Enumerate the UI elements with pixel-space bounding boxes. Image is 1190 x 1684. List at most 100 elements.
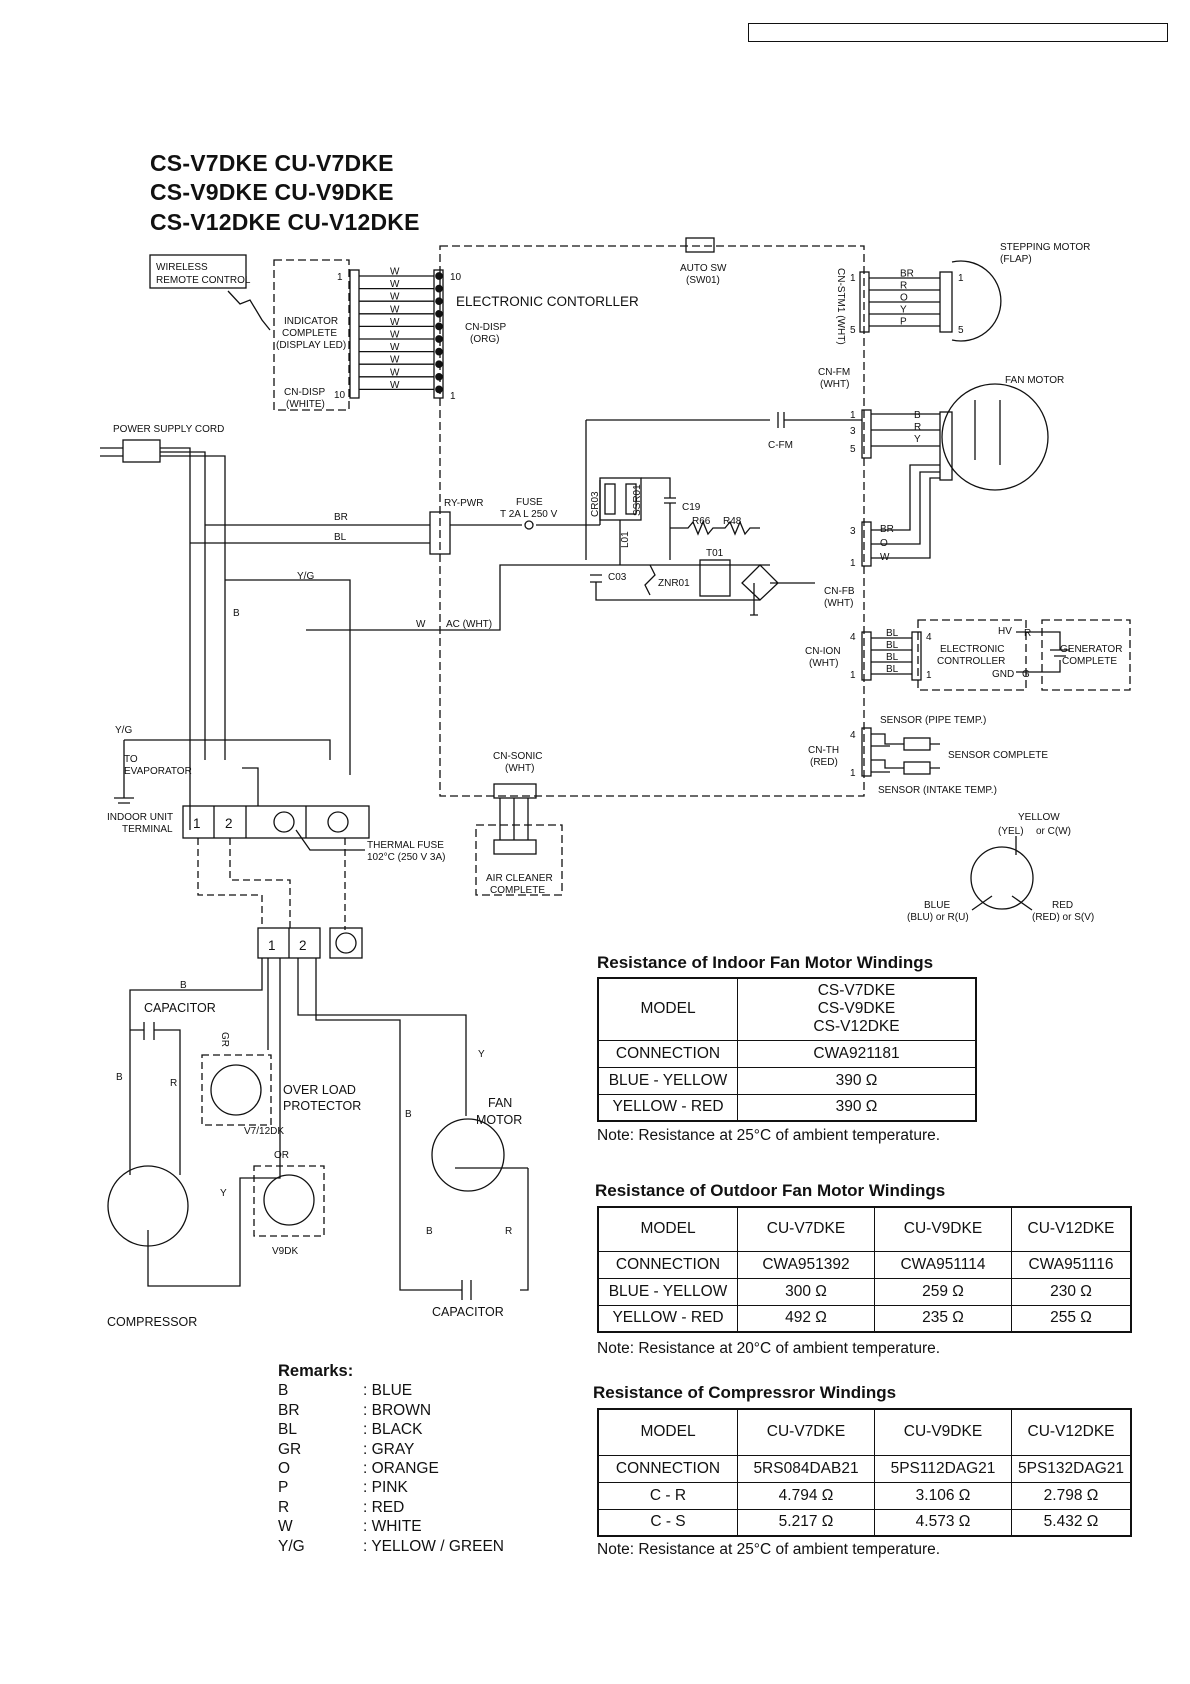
indicator-label: INDICATOR [284,316,338,327]
indoor-fan-motor-label: FAN MOTOR [1005,375,1064,386]
svg-text:1: 1 [450,391,456,402]
svg-text:B: B [116,1072,123,1083]
cn-fm-wires [871,413,940,447]
indoor-terminal-block [182,805,370,839]
remark-desc: : GRAY [363,1440,415,1458]
remark-item: GR : GRAY [278,1440,504,1459]
fuse-label2: T 2A L 250 V [500,509,558,520]
compressor-table-title: Resistance of Compressror Windings [593,1383,897,1402]
remark-desc: : RED [363,1498,405,1516]
outdoor-ground-block [329,927,363,959]
disp-wire-label: W [390,267,400,278]
cn-ion-wires [871,637,912,675]
interunit-wires [197,838,346,930]
svg-text:BL: BL [886,652,899,663]
remark-desc: : PINK [363,1479,408,1497]
compressor-terminal-circle [970,846,1034,910]
svg-text:3: 3 [850,426,856,437]
svg-text:4: 4 [850,730,856,741]
stepping-motor-circle [951,260,1002,342]
disp-wire-label: W [390,367,400,378]
cn-ion-label: CN-ION [805,646,841,657]
t01-transformer [699,559,731,597]
disp-wire-label: W [390,355,400,366]
cn-disp-org-connector [433,269,444,399]
table-cell: CU-V12DKE [1011,1408,1132,1456]
model-title-1: CS-V7DKE CU-V7DKE [150,150,394,176]
compressor-table: MODEL CU-V7DKE CU-V9DKE CU-V12DKE CONNEC… [597,1408,1132,1537]
power-plug [122,439,161,463]
l01-label: L01 [620,531,631,548]
disp-wire-label: W [390,317,400,328]
table-cell: BLUE - YELLOW [597,1066,738,1095]
svg-text:W: W [880,552,890,563]
cn-disp-white-label: CN-DISP [284,387,325,398]
remarks-block: Remarks: B: BLUE BR: BROWN BL: BLACK GR:… [278,1362,504,1556]
sensor-complete-label: SENSOR COMPLETE [948,750,1048,761]
connector-pin [435,372,443,381]
table-cell: 259 Ω [874,1277,1012,1306]
remark-code: BL [278,1421,297,1439]
cn-fb-label2: (WHT) [824,598,853,609]
svg-text:1: 1 [958,273,964,284]
disp-wire-label: W [390,330,400,341]
table-cell: CU-V9DKE [874,1206,1012,1252]
outdoor-fan-table: MODEL CU-V7DKE CU-V9DKE CU-V12DKE CONNEC… [597,1206,1132,1333]
stepping-motor-connector [939,271,953,333]
table-cell: 5RS084DAB21 [737,1454,875,1483]
fuse-symbol [524,520,534,530]
cn-ion-connector [861,631,872,681]
svg-text:OR: OR [274,1150,289,1161]
cn-ion-label2: (WHT) [809,658,838,669]
to-evaporator-label: TO [124,754,138,765]
table-cell: CWA951116 [1011,1250,1132,1279]
table-cell: 255 Ω [1011,1304,1132,1333]
disp-wire-label: W [390,380,400,391]
svg-text:10: 10 [334,390,346,401]
cn-sonic-label2: (WHT) [505,763,534,774]
auto-sw-symbol [685,237,715,253]
to-evaporator-label2: EVAPORATOR [124,766,192,777]
indoor-terminal-label2: TERMINAL [122,824,173,835]
c03-znr01 [590,564,760,601]
remark-code: GR [278,1440,302,1458]
table-cell: YELLOW - RED [597,1093,738,1122]
table-cell: 300 Ω [737,1277,875,1306]
indoor-fan-table: MODEL CS-V7DKE CS-V9DKE CS-V12DKE CONNEC… [597,977,977,1122]
remark-desc: : BLACK [363,1421,423,1439]
table-cell: CWA951392 [737,1250,875,1279]
outdoor-table-title: Resistance of Outdoor Fan Motor Windings [595,1181,946,1200]
cn-fb-wires [871,464,940,559]
wireless-remote-label2: REMOTE CONTROL [156,275,251,286]
table-cell: CONNECTION [597,1039,738,1068]
svg-text:2: 2 [299,938,307,953]
svg-text:BL: BL [334,532,347,543]
remark-item: P: PINK [278,1478,504,1497]
table-cell: BLUE - YELLOW [597,1277,738,1306]
stm-wire-label: P [900,317,907,328]
connector-pin [435,322,443,331]
remark-desc: : BROWN [363,1401,432,1419]
table-cell: 5PS112DAG21 [874,1454,1012,1483]
svg-text:B: B [405,1109,412,1120]
znr01-label: ZNR01 [658,578,690,589]
r48-label: R48 [723,516,742,527]
thermal-fuse-symbol [273,811,295,833]
svg-text:4: 4 [850,632,856,643]
generator-label2: COMPLETE [1062,656,1117,667]
ry-pwr-relay [429,511,451,555]
c-fm-wire [586,412,862,428]
blue-alt-label: (BLU) or R(U) [907,912,969,923]
outdoor-table-note: Note: Resistance at 20°C of ambient temp… [597,1340,941,1357]
evaporator-ground [114,739,331,804]
indoor-table-title: Resistance of Indoor Fan Motor Windings [597,953,934,972]
power-cord-wires [100,447,226,830]
svg-text:R: R [914,422,921,433]
wireless-remote-label: WIRELESS [156,262,208,273]
gnd-label: GND [992,669,1014,680]
table-cell: 2.798 Ω [1011,1481,1132,1510]
disp-wire-label: W [390,342,400,353]
table-cell: CU-V7DKE [737,1206,875,1252]
